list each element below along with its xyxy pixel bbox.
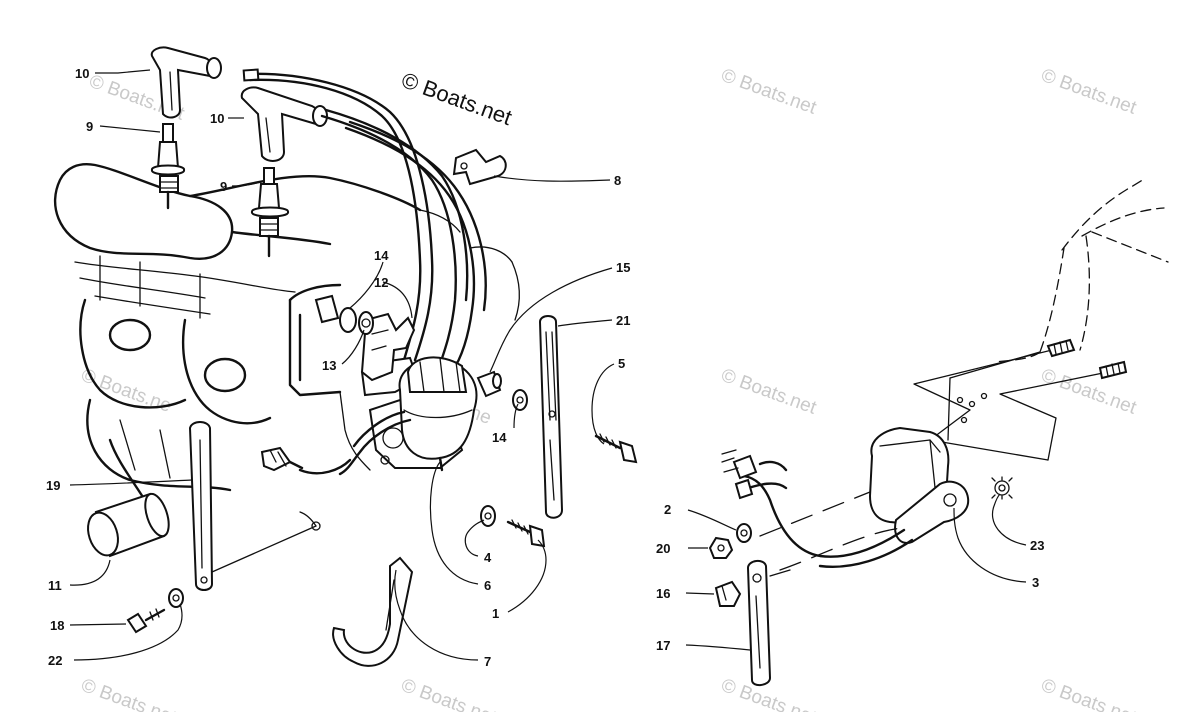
callout-14: 14 <box>492 430 507 445</box>
long-strap <box>188 421 317 591</box>
spark-plug-cap-upper <box>150 46 222 119</box>
ignition-coil <box>260 356 478 476</box>
callout-21: 21 <box>616 313 630 328</box>
watermark: © Boats.net <box>718 365 819 419</box>
callout-14: 14 <box>374 248 389 263</box>
callout-10: 10 <box>75 66 89 81</box>
callout-4: 4 <box>484 550 492 565</box>
voltage-regulator <box>868 426 970 544</box>
callout-3: 3 <box>1032 575 1039 590</box>
callout-7: 7 <box>484 654 491 669</box>
mounting-bracket <box>360 312 416 382</box>
washer-right <box>736 523 752 543</box>
callout-2: 2 <box>664 502 671 517</box>
callout-17: 17 <box>656 638 670 653</box>
watermark: © Boats.ne <box>78 365 174 417</box>
callout-20: 20 <box>656 541 670 556</box>
watermark: © Boats.net <box>1038 675 1139 712</box>
leader-lines <box>69 69 1027 661</box>
callout-22: 22 <box>48 653 62 668</box>
hex-nut-right <box>708 536 734 559</box>
spark-plug-cap-lower <box>240 86 328 162</box>
callout-11: 11 <box>48 578 62 593</box>
callout-9: 9 <box>86 119 93 134</box>
callout-18: 18 <box>50 618 64 633</box>
washer <box>512 389 528 411</box>
rubber-cylinder <box>87 492 170 558</box>
washer-lockwasher <box>314 294 374 335</box>
spark-plug-lower <box>250 167 290 258</box>
cap-nut <box>714 580 742 607</box>
watermark: © Boats.net <box>1038 65 1139 119</box>
slotted-strap <box>538 315 564 519</box>
callout-23: 23 <box>1030 538 1044 553</box>
frame <box>913 177 1169 461</box>
hex-bolt <box>594 433 638 464</box>
callout-6: 6 <box>484 578 491 593</box>
watermark: © Boats.net <box>78 675 179 712</box>
callout-5: 5 <box>618 356 625 371</box>
spark-plug-upper <box>150 123 186 210</box>
callout-16: 16 <box>656 586 670 601</box>
callout-10: 10 <box>210 111 224 126</box>
bolt-left <box>126 608 166 634</box>
callout-13: 13 <box>322 358 336 373</box>
wire-clip <box>452 148 507 186</box>
washer-bottom <box>480 505 496 527</box>
callout-8: 8 <box>614 173 621 188</box>
callout-12: 12 <box>374 275 388 290</box>
hex-bolt-bottom <box>506 519 546 548</box>
watermark-main: © Boats.net <box>398 67 515 130</box>
watermark: © Boats.net <box>718 65 819 119</box>
washer-left <box>168 588 184 608</box>
callout-labels: 10 9 10 9 8 14 12 13 15 21 5 14 4 6 1 7 … <box>46 66 1044 669</box>
ignition-wires <box>242 68 487 374</box>
callout-1: 1 <box>492 606 499 621</box>
frame-studs <box>1046 338 1128 380</box>
short-strap <box>746 560 791 686</box>
watermark: © Boats.net <box>398 675 499 712</box>
callout-19: 19 <box>46 478 60 493</box>
clamp-strap <box>332 556 414 667</box>
lock-washer <box>991 476 1013 500</box>
regulator-harness <box>721 449 914 568</box>
callout-15: 15 <box>616 260 630 275</box>
spacer <box>476 370 502 398</box>
callout-9: 9 <box>220 179 227 194</box>
